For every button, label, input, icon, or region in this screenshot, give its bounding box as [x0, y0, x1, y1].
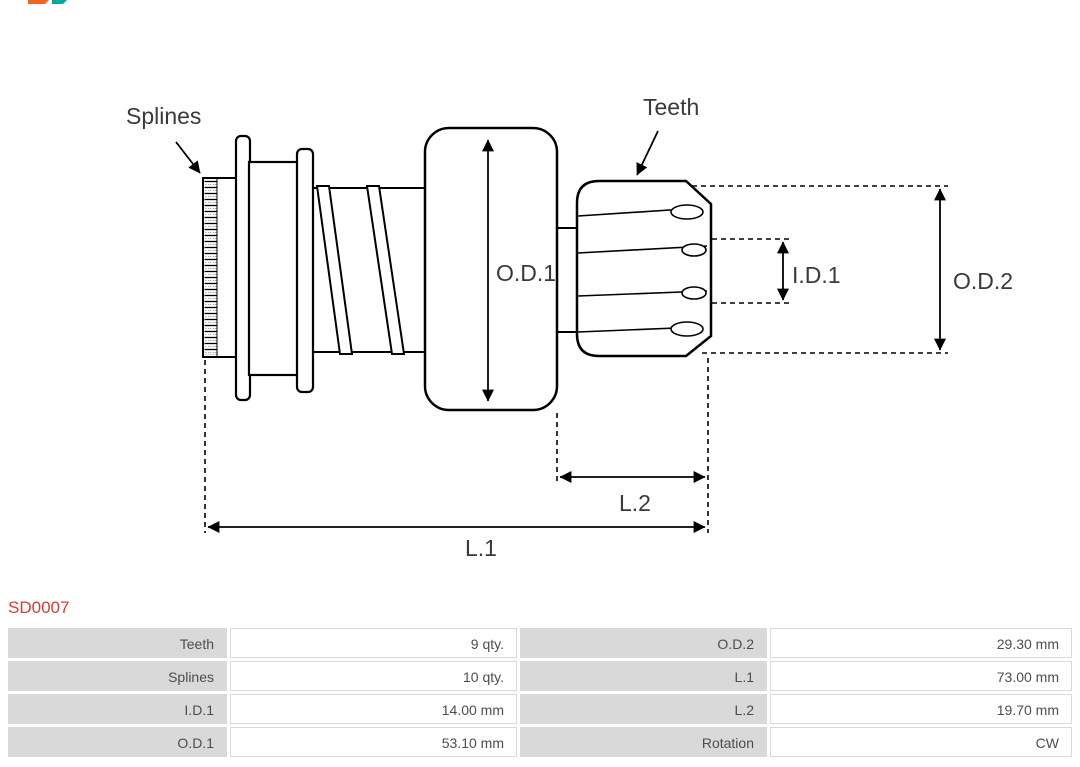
flange-disc-1	[234, 134, 252, 402]
spec-label: O.D.1	[8, 727, 227, 758]
spec-value: 9 qty.	[230, 628, 517, 659]
spring	[315, 185, 406, 355]
spec-label: L.1	[520, 661, 767, 692]
spec-value: 10 qty.	[230, 661, 517, 692]
spec-value: CW	[770, 727, 1072, 758]
label-l1: L.1	[465, 535, 497, 561]
label-l2: L.2	[619, 490, 651, 516]
spec-table: Teeth 9 qty. O.D.2 29.30 mm Splines 10 q…	[8, 628, 1072, 758]
spec-value: 14.00 mm	[230, 694, 517, 725]
dimension-arrows	[175, 130, 946, 533]
spec-label: Rotation	[520, 727, 767, 758]
brand-mark	[28, 0, 67, 4]
pinion-gear	[575, 179, 713, 358]
spec-label: O.D.2	[520, 628, 767, 659]
label-id1: I.D.1	[792, 262, 841, 288]
dimension-labels: Splines Teeth O.D.1 I.D.1 O.D.2 L.2 L.1	[126, 94, 1013, 561]
extension-lines	[204, 185, 948, 533]
label-teeth: Teeth	[643, 94, 699, 120]
spec-label: I.D.1	[8, 694, 227, 725]
part-drawing	[202, 126, 713, 412]
spec-value: 19.70 mm	[770, 694, 1072, 725]
label-od1: O.D.1	[496, 260, 556, 286]
label-splines: Splines	[126, 103, 201, 129]
label-od2: O.D.2	[953, 268, 1013, 294]
flange-disc-2	[295, 147, 315, 394]
starter-drive-diagram: Splines Teeth O.D.1 I.D.1 O.D.2 L.2 L.1	[28, 0, 1013, 561]
spec-value: 73.00 mm	[770, 661, 1072, 692]
splines-pointer-arrow	[175, 141, 201, 174]
pinion-neck	[554, 227, 580, 333]
middle-cylinder	[247, 160, 301, 377]
spec-label: L.2	[520, 694, 767, 725]
spec-value: 53.10 mm	[230, 727, 517, 758]
splined-shaft	[202, 177, 237, 358]
teeth-pointer-arrow	[636, 130, 659, 176]
spec-value: 29.30 mm	[770, 628, 1072, 659]
spec-label: Splines	[8, 661, 227, 692]
spec-label: Teeth	[8, 628, 227, 659]
part-number: SD0007	[8, 598, 70, 617]
